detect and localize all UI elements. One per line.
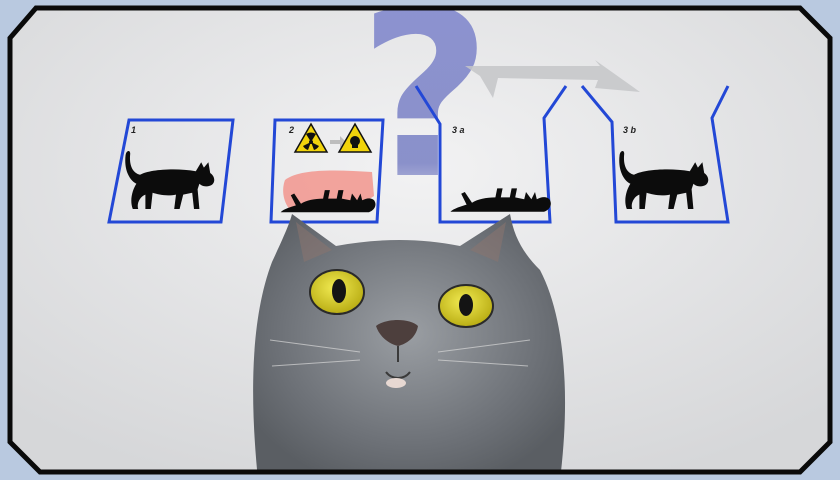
left-pupil (332, 279, 346, 303)
cat-tongue (386, 378, 406, 388)
right-pupil (459, 294, 473, 316)
panel-label: 3 a (452, 125, 465, 135)
panel-label: 1 (131, 125, 136, 135)
panel-label: 2 (288, 125, 294, 135)
panel-label: 3 b (623, 125, 637, 135)
grey-cat-photo (253, 214, 565, 480)
cat-head (253, 214, 565, 480)
